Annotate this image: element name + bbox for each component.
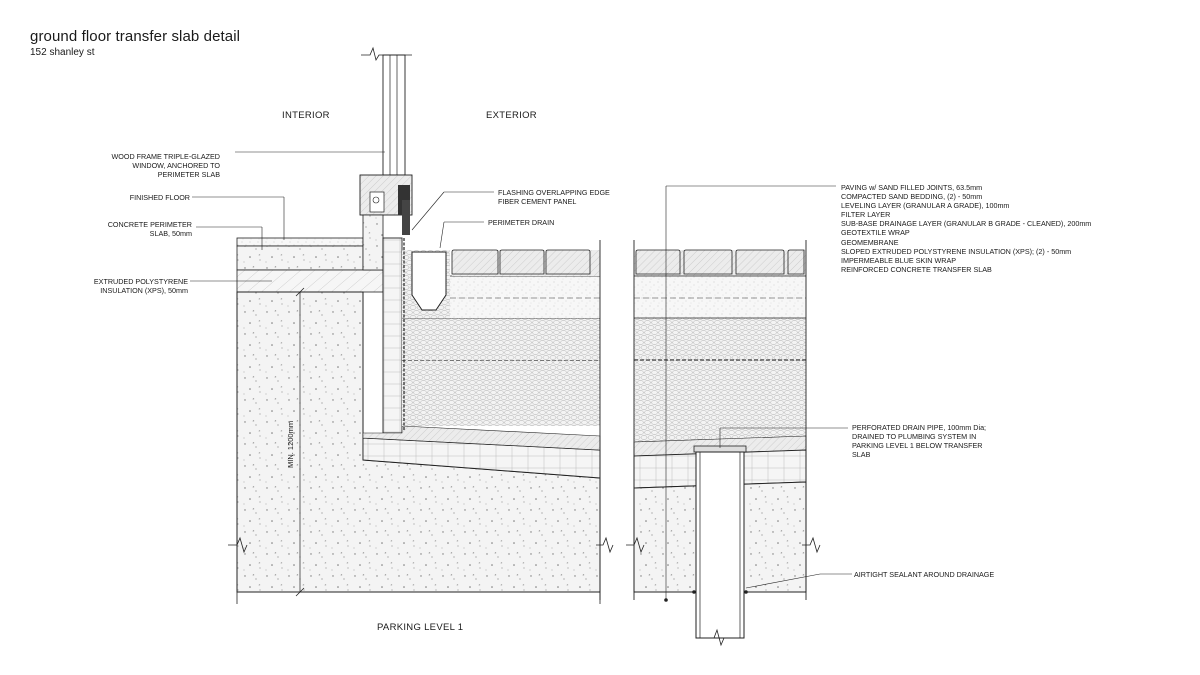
window-callout: WOOD FRAME TRIPLE-GLAZED WINDOW, ANCHORE… xyxy=(111,152,221,179)
interior-label: INTERIOR xyxy=(282,110,330,121)
exterior-layers-left xyxy=(402,238,601,600)
exterior-label: EXTERIOR xyxy=(486,110,537,121)
xps-callout: EXTRUDED POLYSTYRENE INSULATION (XPS), 5… xyxy=(93,277,188,295)
drain-pipe-callout: PERFORATED DRAIN PIPE, 100mm Dia; DRAINE… xyxy=(852,423,987,459)
page-subtitle: 152 shanley st xyxy=(30,47,95,58)
flashing-callout: FLASHING OVERLAPPING EDGE FIBER CEMENT P… xyxy=(498,188,610,206)
concrete-slab-callout: CONCRETE PERIMETER SLAB, 50mm xyxy=(107,220,192,238)
sealant-callout: AIRTIGHT SEALANT AROUND DRAINAGE xyxy=(854,570,995,579)
perimeter-drain-callout: PERIMETER DRAIN xyxy=(488,218,555,227)
layer-stack-callout: PAVING w/ SAND FILLED JOINTS, 63.5mm COM… xyxy=(841,183,1092,274)
leader-lines xyxy=(190,151,852,600)
dimension-text: MIN. 1200mm xyxy=(286,420,295,468)
finished-floor-callout: FINISHED FLOOR xyxy=(129,193,190,202)
perimeter-upstand xyxy=(382,237,403,434)
window-frame xyxy=(359,46,413,235)
page-title: ground floor transfer slab detail xyxy=(30,28,241,45)
interior-slab xyxy=(236,214,384,293)
dimension-line xyxy=(295,287,305,597)
drain-pipe xyxy=(692,445,748,647)
parking-label: PARKING LEVEL 1 xyxy=(377,622,464,633)
